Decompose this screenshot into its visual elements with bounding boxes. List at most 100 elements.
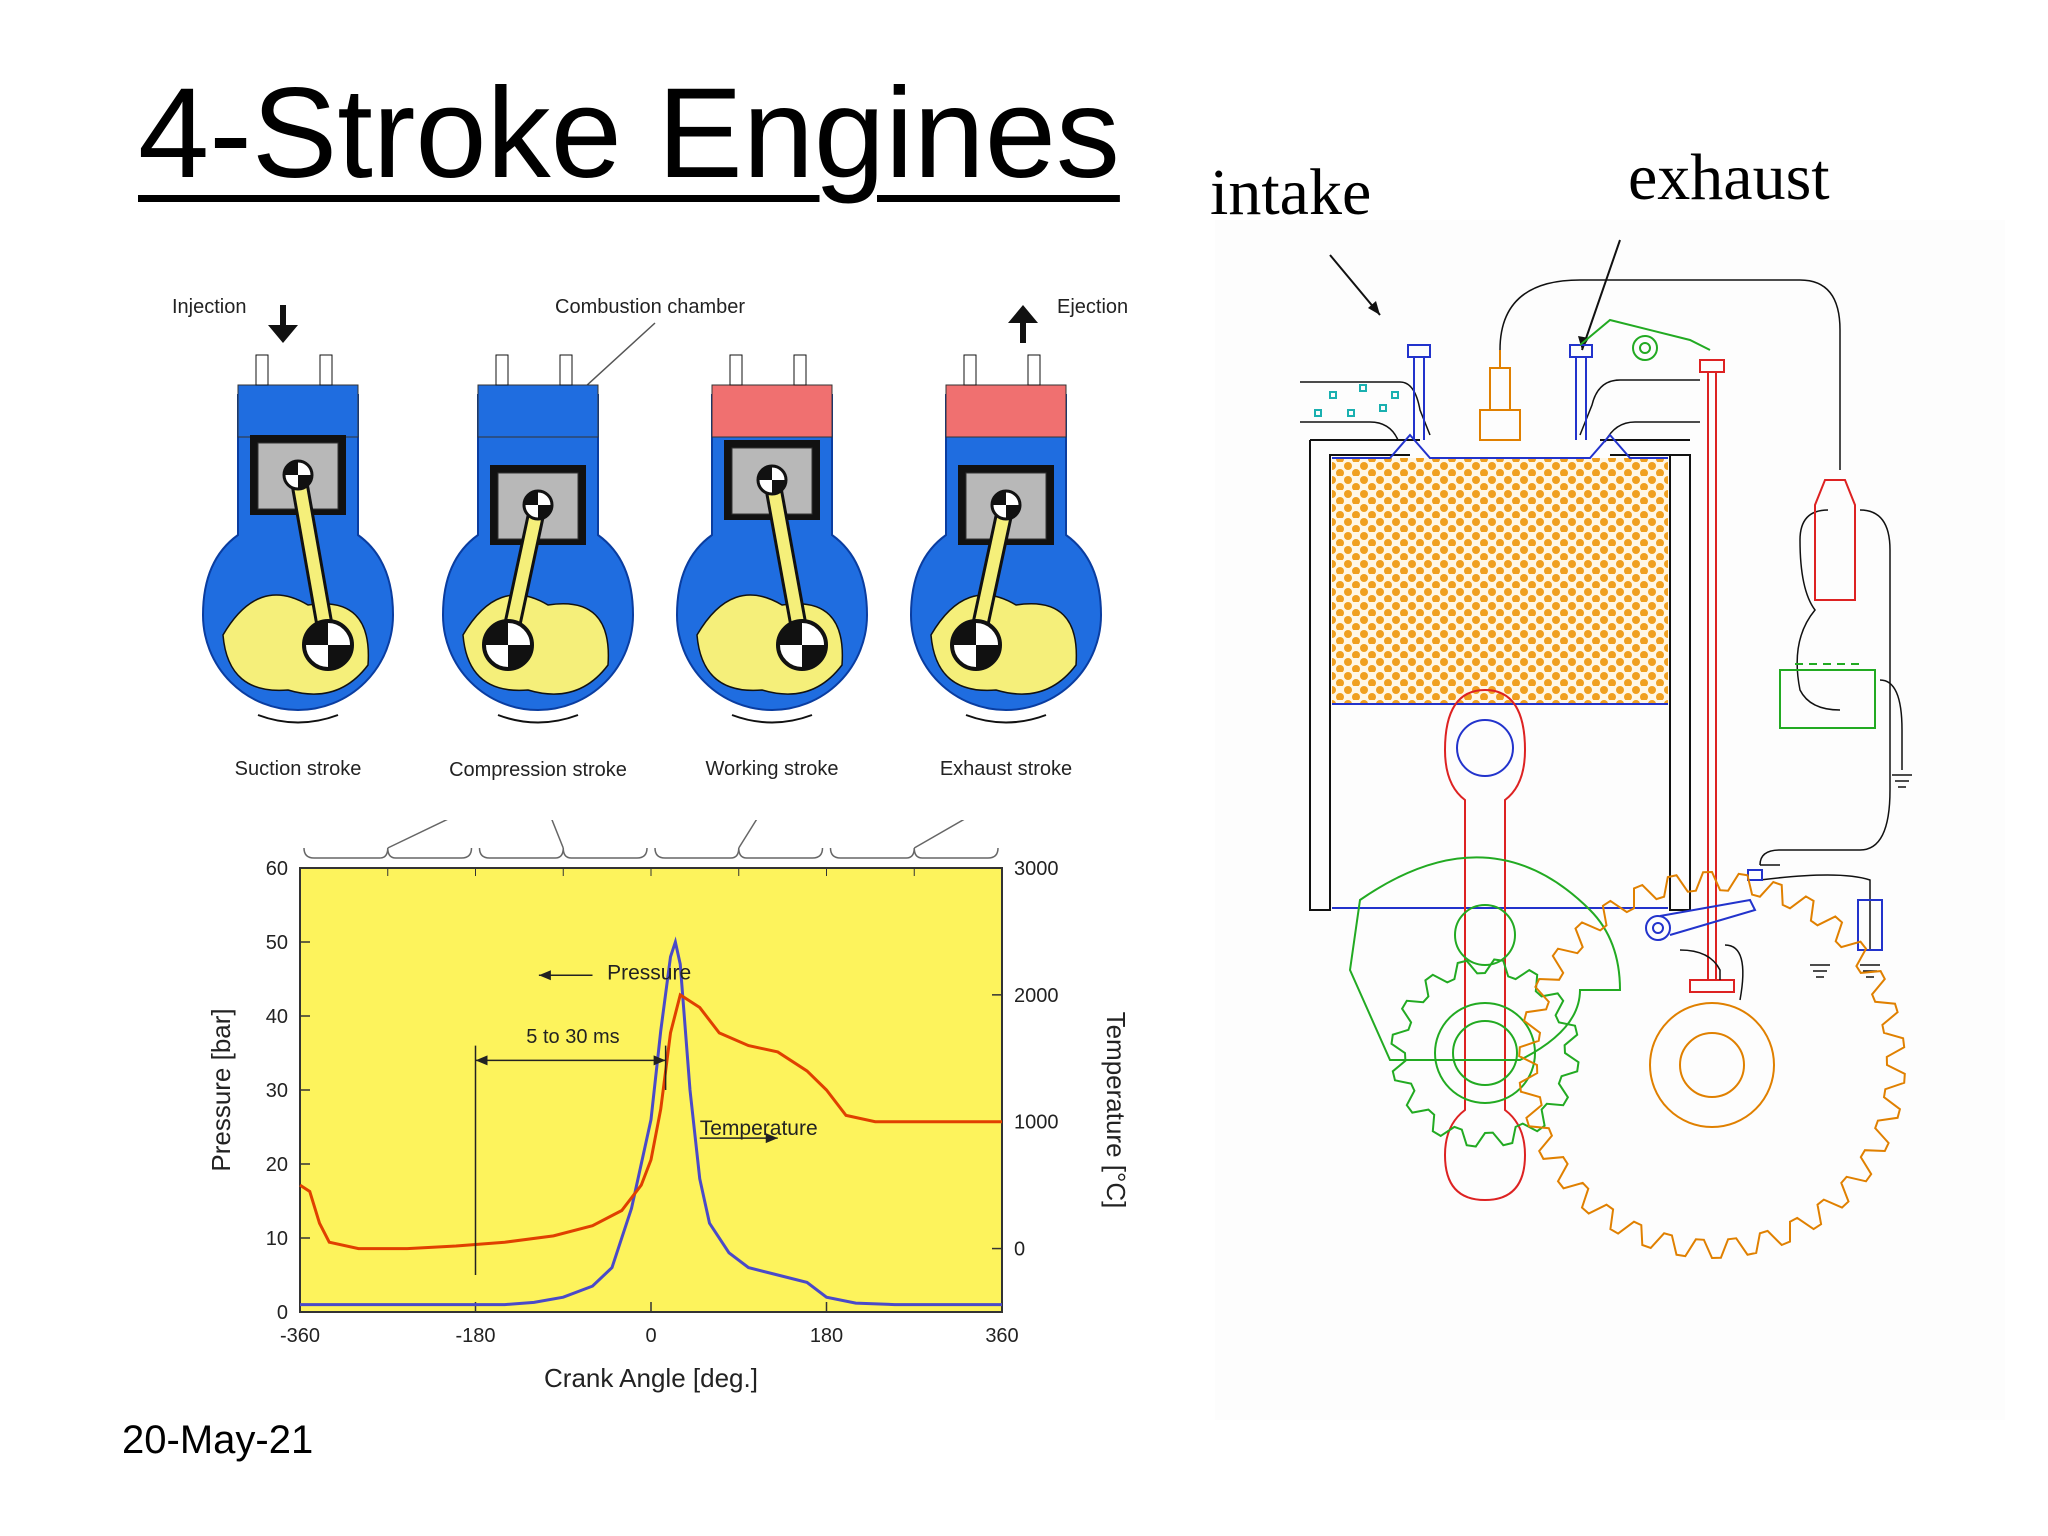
- valve-stem: [1027, 354, 1041, 386]
- stroke-label-suction: Suction stroke: [235, 758, 362, 780]
- valve-stem: [963, 354, 977, 386]
- exhaust-label: exhaust: [1628, 141, 1830, 214]
- combustion-charge: [1332, 458, 1668, 704]
- cylinder-head: [945, 384, 1067, 438]
- y2-tick-label: 0: [1014, 1239, 1025, 1261]
- series-line-temperature: [299, 992, 1002, 1251]
- y-tick-label: 20: [266, 1154, 288, 1176]
- bracket-leader: [387, 820, 448, 849]
- ejection-arrow: [1008, 305, 1038, 343]
- injection-label: Injection: [172, 296, 247, 318]
- pressure-arrowhead: [538, 970, 551, 981]
- stroke-label-working: Working stroke: [705, 758, 838, 780]
- valve-stem: [793, 354, 807, 386]
- intake-arrowhead: [1368, 301, 1380, 315]
- crank-gear: [1390, 958, 1580, 1148]
- crank-pin-mark: [952, 621, 1000, 669]
- stroke-unit-compression: [441, 354, 635, 724]
- wrist-pin-mark: [284, 461, 312, 489]
- x-tick-label: 180: [810, 1325, 843, 1347]
- gear-teeth: [1390, 958, 1580, 1148]
- intake-air-particles: [1314, 384, 1399, 417]
- slide-date: 20-May-21: [122, 1418, 314, 1462]
- x-tick-label: -180: [455, 1325, 495, 1347]
- y2-tick-label: 1000: [1014, 1112, 1059, 1134]
- y2-tick-label: 2000: [1014, 985, 1059, 1007]
- pressure-annotation: Pressure: [607, 962, 691, 985]
- crank-gear-group: [1348, 856, 1622, 1104]
- valve-stem: [729, 354, 743, 386]
- stroke-label-exhaust: Exhaust stroke: [940, 758, 1072, 780]
- push-rod: [1689, 359, 1735, 993]
- wrist-pin-mark: [992, 491, 1020, 519]
- rocker-arm: [1579, 318, 1711, 361]
- cylinder-head: [237, 384, 359, 438]
- connecting-rod: [1443, 688, 1527, 1202]
- series-line-pressure: [300, 936, 1002, 1307]
- intake-label: intake: [1210, 156, 1372, 229]
- y2-axis-label: Temperature [°C]: [1101, 1012, 1131, 1209]
- temperature-annotation: Temperature: [700, 1117, 818, 1140]
- rotation-arrow: [731, 714, 813, 724]
- x-axis-label: Crank Angle [deg.]: [544, 1363, 758, 1393]
- stroke-brackets: [303, 820, 999, 859]
- gear-teeth: [1518, 870, 1906, 1260]
- bracket-leader: [551, 820, 564, 849]
- y2-tick-label: 3000: [1014, 858, 1059, 880]
- slide-title: 4-Stroke Engines: [138, 62, 1120, 205]
- injection-arrow: [268, 305, 298, 343]
- rotation-arrow: [497, 714, 579, 724]
- stroke-bracket: [478, 847, 648, 859]
- cylinder: [1309, 433, 1691, 911]
- ground-symbols: [1810, 774, 1912, 978]
- spark-plug: [1479, 350, 1521, 441]
- bracket-leader: [738, 820, 758, 849]
- y-axis-label: Pressure [bar]: [206, 1008, 236, 1171]
- stroke-cycle-figure: Injection Combustion chamber Ejection Su…: [172, 296, 1128, 781]
- valve-stem: [495, 354, 509, 386]
- stroke-unit-working: [675, 354, 869, 724]
- plot-area: [299, 867, 1003, 1313]
- combustion-leader-line: [584, 322, 656, 388]
- stroke-unit-exhaust: [909, 354, 1103, 724]
- stroke-unit-suction: [201, 354, 395, 724]
- bracket-leader: [913, 820, 965, 849]
- breaker-points: [1645, 869, 1763, 941]
- battery: [1779, 663, 1876, 729]
- wrist-pin-mark: [524, 491, 552, 519]
- rotation-arrow: [257, 714, 339, 724]
- rotation-arrow: [965, 714, 1047, 724]
- intake-valve: [1407, 344, 1431, 440]
- stroke-bracket: [303, 847, 473, 859]
- x-tick-label: -360: [280, 1325, 320, 1347]
- y-tick-label: 10: [266, 1228, 288, 1250]
- stroke-label-compression: Compression stroke: [449, 759, 627, 781]
- intake-manifold: [1300, 381, 1431, 441]
- cam-center: [1649, 1002, 1775, 1128]
- valve-stem: [255, 354, 269, 386]
- x-tick-label: 0: [645, 1325, 656, 1347]
- piston-pin: [1456, 719, 1514, 777]
- duration-annotation: 5 to 30 ms: [526, 1026, 619, 1048]
- stroke-bracket: [654, 847, 824, 859]
- crank-pin-mark: [304, 621, 352, 669]
- engine-mechanism-diagram: [1300, 239, 1912, 1260]
- y-tick-label: 0: [277, 1302, 288, 1324]
- combustion-chamber-label: Combustion chamber: [555, 296, 745, 318]
- y-tick-label: 50: [266, 932, 288, 954]
- cylinder-head: [477, 384, 599, 438]
- ignition-wiring: [1499, 279, 1903, 1001]
- engine-diagram-panel: [1215, 220, 2005, 1420]
- y-tick-label: 30: [266, 1080, 288, 1102]
- temperature-arrowhead: [765, 1133, 778, 1144]
- cam-gear: [1518, 870, 1906, 1260]
- exhaust-pointer: [1581, 239, 1621, 351]
- crank-pin-mark: [778, 621, 826, 669]
- ejection-label: Ejection: [1057, 296, 1128, 318]
- connecting-rod-fill: [766, 478, 808, 647]
- cylinder-head: [711, 384, 833, 438]
- stroke-bracket: [829, 847, 999, 859]
- connecting-rod-fill: [292, 473, 334, 647]
